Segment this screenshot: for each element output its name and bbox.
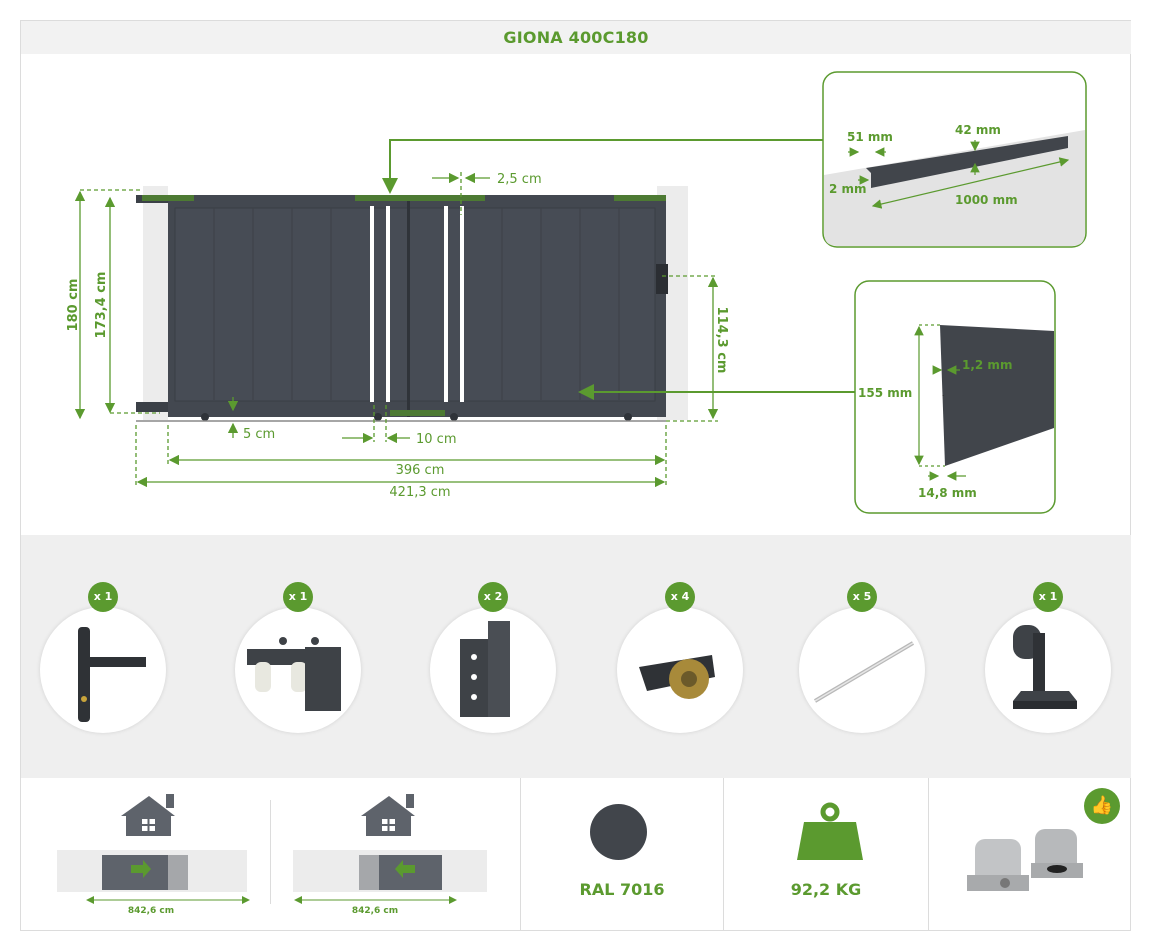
qty-badge: x 1 — [1033, 582, 1063, 612]
dim-height-leaf: 173,4 cm — [94, 272, 109, 339]
roller-guide-icon — [247, 637, 341, 711]
accessory-handle — [40, 607, 166, 733]
rail-icon — [813, 641, 915, 703]
top-profile-detail: 51 mm 42 mm 2 mm 1000 mm — [822, 71, 1087, 248]
bracket-icon — [460, 621, 510, 717]
header-bar: GIONA 400C180 — [21, 21, 1131, 54]
accessory-bracket — [430, 607, 556, 733]
top-profile-length: 1000 mm — [955, 193, 1018, 207]
installation-diagram-left — [293, 794, 487, 904]
slat-height: 155 mm — [858, 386, 912, 400]
accessory-wheel — [617, 607, 743, 733]
color-cell: RAL 7016 — [521, 778, 724, 931]
lock-icon — [656, 264, 668, 294]
motor-image — [967, 829, 1083, 891]
top-profile-thickness: 2 mm — [829, 182, 867, 196]
installation-width-right: 842,6 cm — [127, 906, 175, 916]
product-title: GIONA 400C180 — [503, 28, 649, 47]
qty-badge: x 1 — [283, 582, 313, 612]
gate — [136, 195, 668, 421]
weight-label: 92,2 KG — [790, 880, 862, 899]
accessory-rail — [799, 607, 925, 733]
dim-lock-height: 114,3 cm — [714, 307, 729, 374]
motor-cell: 👍 — [929, 778, 1131, 931]
accessory-roller-guide — [235, 607, 361, 733]
slat-wall: 1,2 mm — [962, 358, 1012, 372]
installation-options: 842,6 cm 842,6 cm — [21, 778, 521, 931]
qty-badge: x 4 — [665, 582, 695, 612]
qty-badge: x 2 — [478, 582, 508, 612]
color-label: RAL 7016 — [579, 880, 665, 899]
gate-drawing: 180 cm 173,4 cm 114,3 cm 2,5 cm 5 cm 10 … — [66, 71, 1087, 514]
installation-diagram-right — [57, 794, 250, 904]
dim-gap-top: 2,5 cm — [497, 172, 542, 187]
qty-badge: x 5 — [847, 582, 877, 612]
dim-inner-width: 396 cm — [396, 463, 445, 478]
house-icon — [121, 794, 175, 836]
accessory-end-stop — [985, 607, 1111, 733]
wheel-icon — [639, 655, 715, 699]
top-profile-width-a: 51 mm — [847, 130, 893, 144]
dim-ground-clearance: 5 cm — [243, 427, 275, 442]
color-swatch — [590, 804, 647, 860]
slat-depth: 14,8 mm — [918, 486, 977, 500]
house-icon — [361, 794, 415, 836]
left-pillar — [143, 186, 168, 420]
weight-cell: 92,2 KG — [724, 778, 929, 931]
dim-height-total: 180 cm — [66, 279, 81, 332]
installation-width-left: 842,6 cm — [351, 906, 399, 916]
dim-total-width: 421,3 cm — [389, 485, 450, 500]
accessories-band — [21, 535, 1131, 778]
qty-badge: x 1 — [88, 582, 118, 612]
thumbs-up-icon: 👍 — [1084, 788, 1120, 824]
handle-icon — [78, 627, 146, 722]
slat-profile-detail: 155 mm 1,2 mm 14,8 mm — [854, 280, 1056, 514]
spec-sheet-frame — [20, 20, 1131, 931]
dim-center-gap: 10 cm — [416, 432, 457, 447]
weight-icon — [797, 802, 863, 860]
end-stop-icon — [1013, 625, 1077, 709]
top-profile-width-b: 42 mm — [955, 123, 1001, 137]
